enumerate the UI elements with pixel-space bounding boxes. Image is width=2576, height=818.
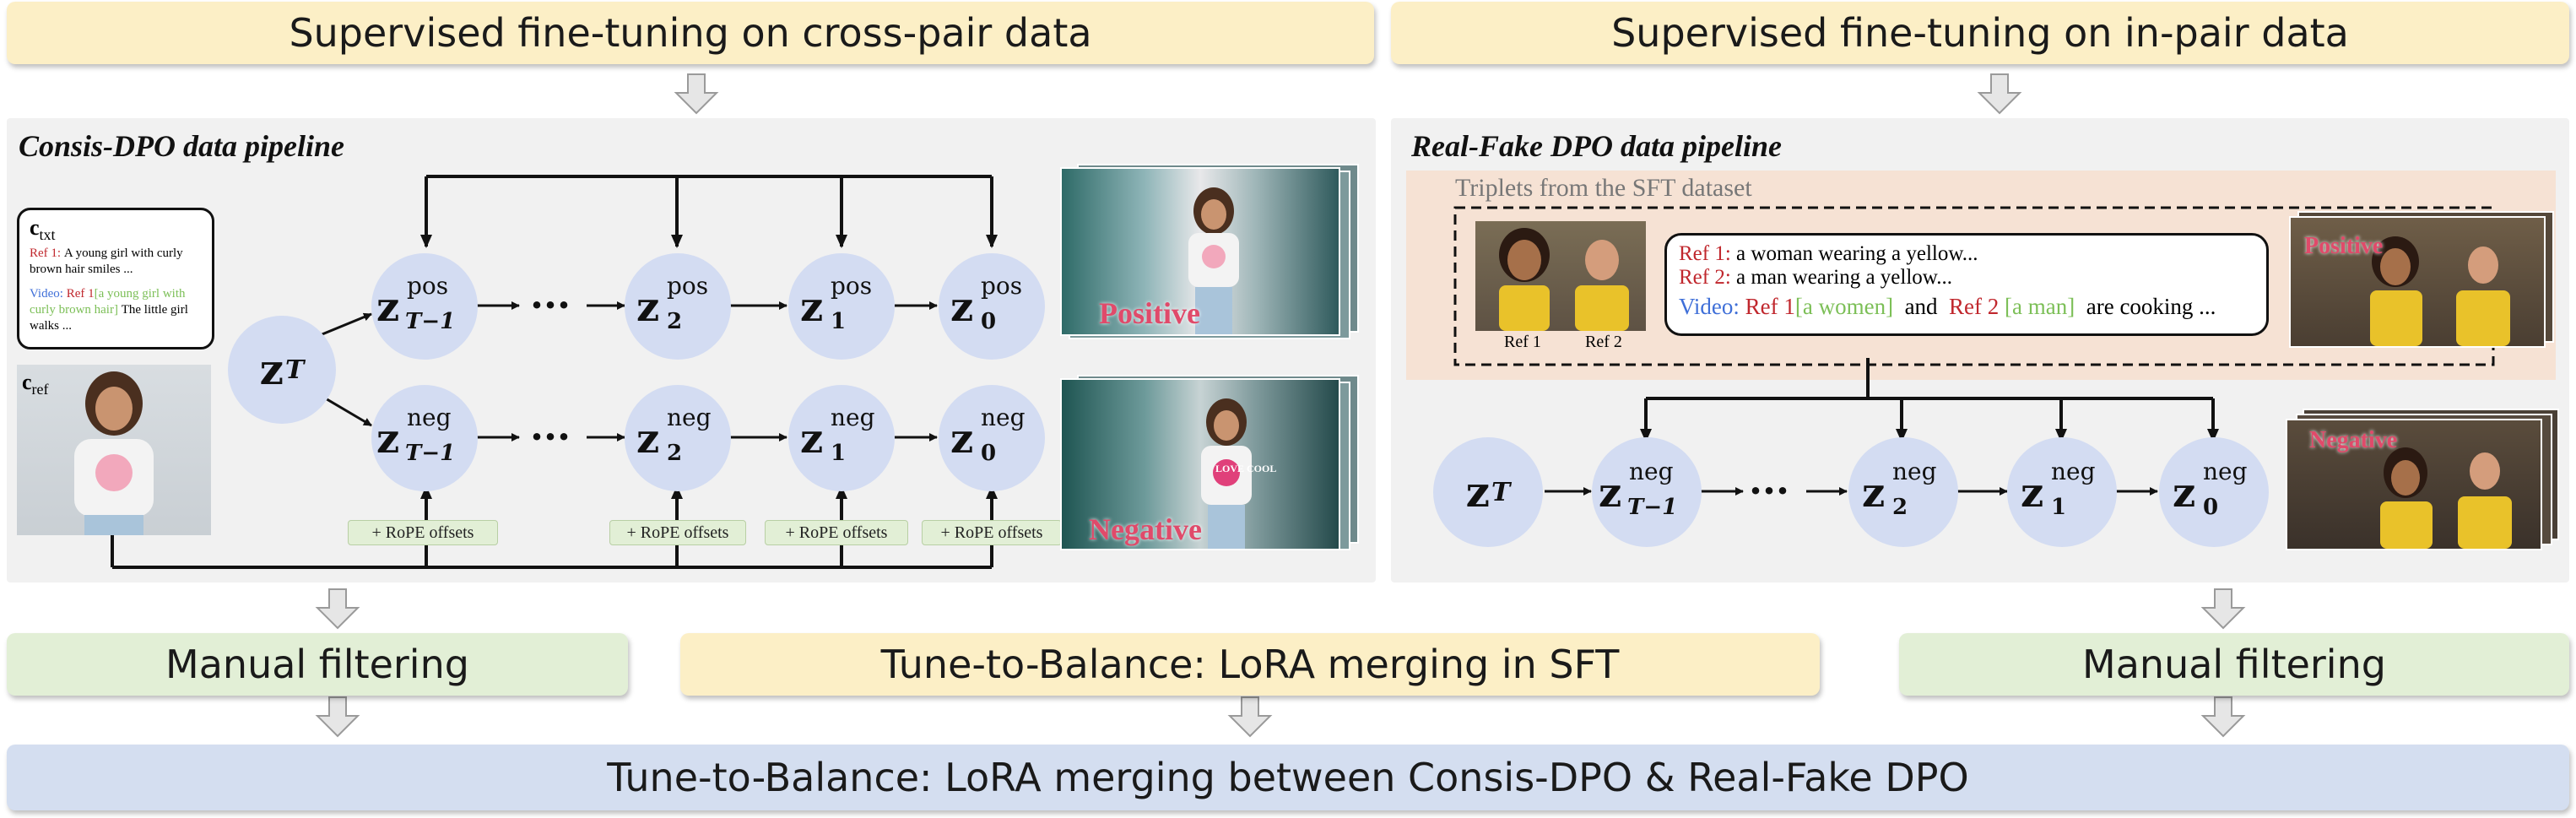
cref-label: cref [22, 370, 49, 398]
sft-cross-pair-text: Supervised fine-tuning on cross-pair dat… [289, 10, 1092, 56]
rf-negative-label: Negative [2309, 427, 2398, 453]
cref-image [17, 365, 211, 535]
consis-positive-label: Positive [1099, 296, 1200, 330]
rf-positive-label: Positive [2304, 233, 2384, 259]
sft-in-pair-banner: Supervised fine-tuning on in-pair data [1391, 2, 2569, 64]
tune-to-balance-sft-text: Tune-to-Balance: LoRA merging in SFT [880, 642, 1620, 687]
node-z-neg-1: z neg 1 [788, 385, 895, 491]
final-merging-text: Tune-to-Balance: LoRA merging between Co… [607, 755, 1969, 800]
triplets-label: Triplets from the SFT dataset [1455, 174, 1752, 202]
negative-video-frame [1062, 380, 1339, 549]
node-z-pos-1: z pos 1 [788, 253, 895, 360]
rope-offsets-2: + RoPE offsets [609, 520, 746, 545]
node-z-pos-2: z pos 2 [625, 253, 731, 360]
ctxt-ref1: Ref 1: A young girl with curly brown hai… [30, 246, 183, 277]
rf-ref2-line: Ref 2: a man wearing a yellow... [1679, 266, 1952, 289]
rf-positive-video-frame [2291, 218, 2544, 346]
rope-offsets-3: + RoPE offsets [765, 520, 908, 545]
ctxt-label: ctxt [30, 215, 56, 244]
positive-video-frame [1062, 169, 1339, 334]
rf-negative-picture [2380, 447, 2512, 549]
node-z-pos-T-1: z pos T−1 [371, 253, 478, 360]
ref-images [1475, 221, 1646, 331]
rf-node-z-neg-1: z neg 1 [2007, 437, 2117, 547]
manual-filtering-right: Manual filtering [1899, 633, 2569, 696]
rf-positive-picture [2370, 236, 2510, 346]
shirt-print: LOVE COOL [1215, 463, 1277, 474]
consis-negative-label: Negative [1089, 512, 1202, 546]
node-z-neg-0: z neg 0 [939, 385, 1045, 491]
rf-node-z-neg-2: z neg 2 [1848, 437, 1958, 547]
rf-ellipsis: ··· [1749, 468, 1790, 513]
sft-in-pair-text: Supervised fine-tuning on in-pair data [1611, 10, 2349, 56]
real-fake-dpo-title: Real-Fake DPO data pipeline [1411, 129, 1782, 163]
manual-filtering-left: Manual filtering [7, 633, 628, 696]
girl-reference-picture [74, 371, 154, 535]
node-z-pos-0: z pos 0 [939, 253, 1045, 360]
rf-node-z-neg-0: z neg 0 [2159, 437, 2269, 547]
ellipsis-neg: ··· [530, 414, 571, 459]
positive-girl-picture [1188, 187, 1239, 334]
manual-filtering-left-text: Manual filtering [165, 642, 469, 687]
rf-ref1-line: Ref 1: a woman wearing a yellow... [1679, 242, 1978, 265]
ctxt-box: ctxt Ref 1: A young girl with curly brow… [17, 208, 214, 349]
sft-cross-pair-banner: Supervised fine-tuning on cross-pair dat… [7, 2, 1374, 64]
node-z-neg-T-1: z neg T−1 [371, 385, 478, 491]
rope-offsets-1: + RoPE offsets [348, 520, 498, 545]
rf-video-line: Video: Ref 1[a women] and Ref 2 [a man] … [1679, 294, 2216, 319]
rope-offsets-4: + RoPE offsets [922, 520, 1062, 545]
node-z-neg-2: z neg 2 [625, 385, 731, 491]
ref-woman-man-picture [1499, 228, 1629, 331]
rf-negative-video-frame [2287, 420, 2541, 549]
ellipsis-pos: ··· [530, 282, 571, 328]
tune-to-balance-sft: Tune-to-Balance: LoRA merging in SFT [680, 633, 1820, 696]
rf-node-z-neg-T-1: z neg T−1 [1592, 437, 1702, 547]
negative-girl-picture [1201, 398, 1252, 549]
realfake-text-box: Ref 1: a woman wearing a yellow... Ref 2… [1664, 233, 2269, 336]
ref1-caption: Ref 1 [1504, 333, 1541, 351]
ctxt-video: Video: Ref 1[a young girl with curly bro… [30, 287, 188, 333]
consis-dpo-title: Consis-DPO data pipeline [19, 129, 345, 163]
manual-filtering-right-text: Manual filtering [2082, 642, 2386, 687]
ref2-caption: Ref 2 [1585, 333, 1622, 351]
final-merging-banner: Tune-to-Balance: LoRA merging between Co… [7, 745, 2569, 810]
